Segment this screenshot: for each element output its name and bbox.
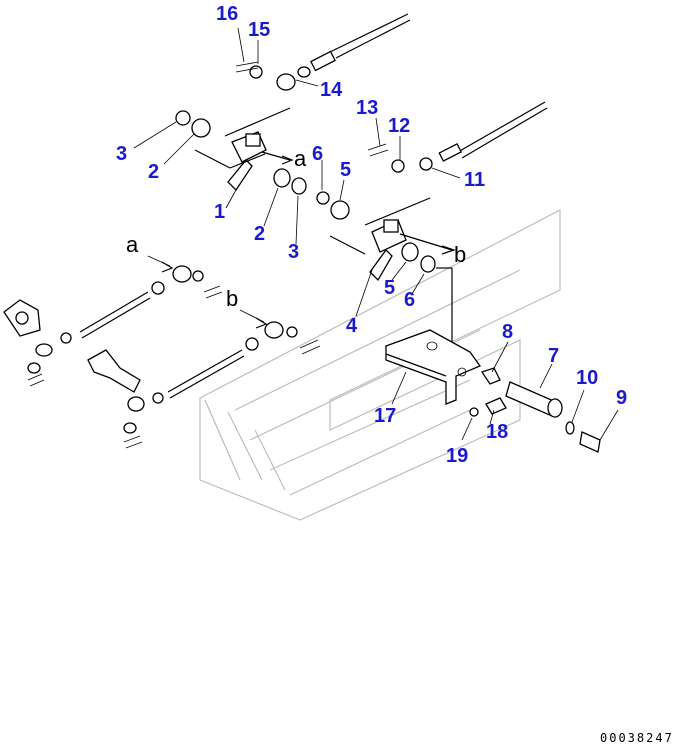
upper-control-rod bbox=[235, 13, 411, 91]
callout-16: 16 bbox=[216, 3, 238, 25]
right-control-rod bbox=[367, 101, 548, 173]
ref-b-upper: b bbox=[454, 242, 466, 267]
callout-1: 1 bbox=[214, 201, 225, 223]
callout-17: 17 bbox=[374, 405, 396, 427]
callout-8: 8 bbox=[502, 321, 513, 343]
watermark-logo bbox=[199, 209, 561, 521]
ref-a-lower: a bbox=[126, 232, 139, 257]
ref-a-upper: a bbox=[294, 146, 307, 171]
reference-letters: a b a b bbox=[126, 146, 466, 311]
callout-18: 18 bbox=[486, 421, 508, 443]
callout-6-lower: 6 bbox=[404, 289, 415, 311]
callout-10: 10 bbox=[576, 367, 598, 389]
callout-13: 13 bbox=[356, 97, 378, 119]
callout-6-upper: 6 bbox=[312, 143, 323, 165]
bracket-17 bbox=[385, 329, 601, 453]
callout-15: 15 bbox=[248, 19, 270, 41]
leader-lines bbox=[133, 27, 619, 441]
callout-5-upper: 5 bbox=[340, 159, 351, 181]
left-rods bbox=[3, 265, 321, 449]
callout-3-upper: 3 bbox=[116, 143, 127, 165]
callout-9: 9 bbox=[616, 387, 627, 409]
callout-2-lower: 2 bbox=[254, 223, 265, 245]
callout-14: 14 bbox=[320, 79, 343, 101]
lever-1 bbox=[175, 107, 307, 195]
callouts: 16 15 14 13 12 11 3 2 1 2 3 6 5 5 6 4 8 … bbox=[116, 3, 627, 467]
callout-5-lower: 5 bbox=[384, 277, 395, 299]
ref-b-lower: b bbox=[226, 286, 238, 311]
callout-2-upper: 2 bbox=[148, 161, 159, 183]
callout-4: 4 bbox=[346, 315, 358, 337]
callout-19: 19 bbox=[446, 445, 468, 467]
callout-3-lower: 3 bbox=[288, 241, 299, 263]
callout-7: 7 bbox=[548, 345, 559, 367]
drawing-code: 00038247 bbox=[600, 731, 674, 745]
callout-12: 12 bbox=[388, 115, 410, 137]
lever-4 bbox=[316, 191, 456, 350]
callout-11: 11 bbox=[464, 169, 485, 191]
